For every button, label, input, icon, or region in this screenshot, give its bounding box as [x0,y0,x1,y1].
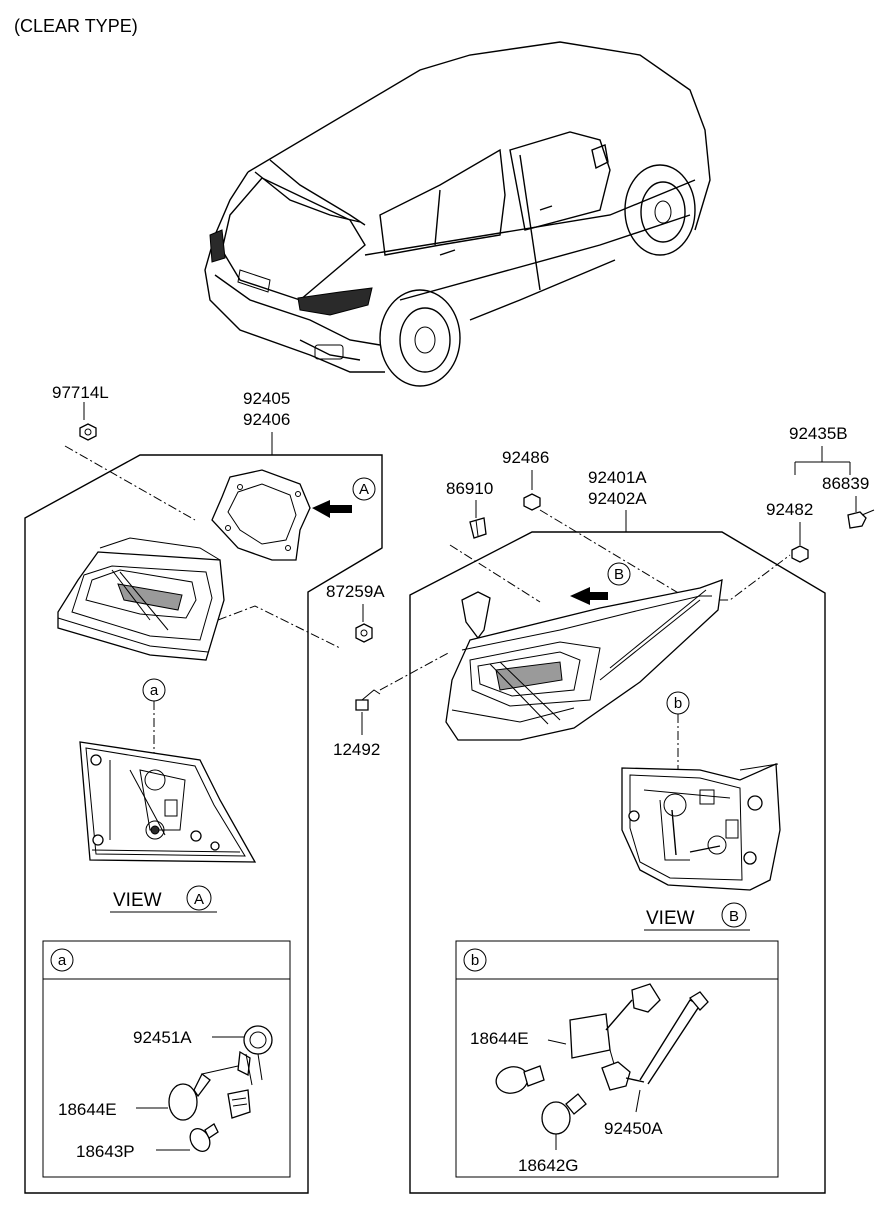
view-a-marker [186,885,212,911]
part-label-18644E-a: 18644E [58,1100,117,1119]
diagram-title: (CLEAR TYPE) [14,16,138,36]
part-label-12492: 12492 [333,740,380,759]
box-b-letter: b [471,952,479,969]
box-a-letter: a [58,952,67,969]
inner-lamp-rear-view-icon [79,741,257,863]
bulb-18642G-icon [541,1093,587,1135]
clip-86910-icon [469,517,487,539]
part-label-18643P: 18643P [76,1142,135,1161]
bulb-18644E-b-icon [495,1065,545,1094]
detail-b-letter: b [674,695,682,712]
view-a-letter: A [194,891,204,908]
arrow-a-marker [352,477,376,501]
outer-lamp-section: 92486 86910 92401A 92402A 92435B 92482 8… [333,424,875,1194]
outer-lamp-icon [445,579,723,741]
part-label-92451A: 92451A [133,1028,192,1047]
direction-arrow-b-icon [570,587,608,605]
inner-lamp-section: 97714L 92405 92406 A [24,383,385,1194]
part-label-92402A: 92402A [588,489,647,508]
wiring-harness-92450A-icon [569,983,709,1091]
detail-box-a: a 92451A 18644E 18643P [42,940,291,1178]
arrow-a-letter: A [359,481,369,498]
part-label-92405: 92405 [243,389,290,408]
screw-12492-icon [355,689,381,711]
part-label-18642G: 18642G [518,1156,579,1175]
part-label-86839: 86839 [822,474,869,493]
nut-97714L-icon [79,423,97,441]
inner-lamp-icon [57,537,225,661]
view-a-word: VIEW [113,890,162,911]
part-label-92486: 92486 [502,448,549,467]
view-b-word: VIEW [646,908,695,929]
view-b-marker [721,902,747,928]
arrow-b-letter: B [614,566,624,583]
view-b-letter: B [729,908,739,925]
vehicle-illustration [204,41,711,387]
nut-92482-icon [791,545,809,563]
part-label-18644E-b: 18644E [470,1029,529,1048]
part-label-86910: 86910 [446,479,493,498]
part-label-92435B: 92435B [789,424,848,443]
bulb-socket-lower-icon [227,1089,251,1119]
nut-92486-icon [523,493,541,511]
detail-a-letter: a [150,682,159,699]
part-label-92482: 92482 [766,500,813,519]
part-label-97714L: 97714L [52,383,109,402]
bulb-socket-92451A-icon [237,1025,273,1086]
part-label-92406: 92406 [243,410,290,429]
bulb-18644E-a-icon [168,1065,239,1121]
nut-87259A-icon [355,623,373,643]
gasket-icon [211,469,311,561]
part-label-87259A: 87259A [326,582,385,601]
direction-arrow-a-icon [312,500,352,518]
screw-86839-icon [847,509,875,529]
bulb-18643P-icon [189,1123,219,1152]
detail-box-b: b 18644E 92450A 18642G [455,940,779,1178]
part-label-92450A: 92450A [604,1119,663,1138]
arrow-b-marker [607,562,631,586]
part-label-92401A: 92401A [588,468,647,487]
outer-lamp-rear-view-icon [621,763,781,891]
